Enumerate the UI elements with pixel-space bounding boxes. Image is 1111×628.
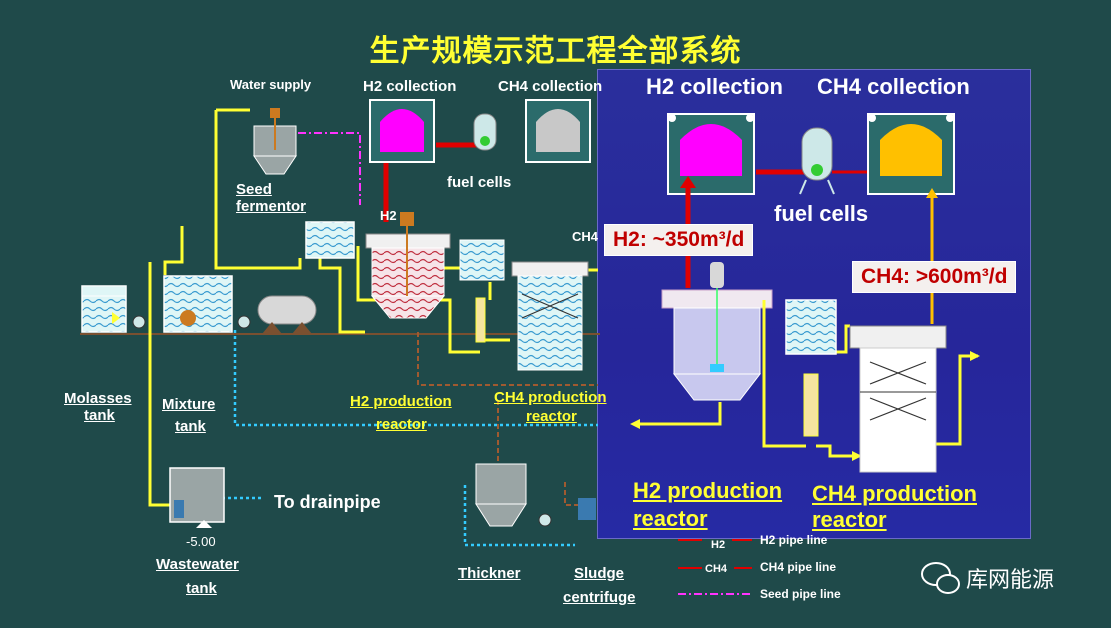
ch4-reactor-label-2: reactor	[526, 408, 577, 425]
wastewater-tank-label-2: tank	[186, 580, 217, 597]
legend-label-seed: Seed pipe line	[760, 587, 841, 601]
inset-ch4-holder	[867, 113, 955, 195]
water-supply-label: Water supply	[230, 77, 312, 92]
legend-lines	[678, 539, 752, 595]
inset-filter	[803, 373, 819, 437]
ch4-rate-badge: CH4: >600m³/d	[852, 261, 1017, 293]
legend-tag-h2: H2	[711, 539, 726, 551]
ch4-holder-top	[525, 99, 591, 163]
page-title: 生产规模示范工程全部系统	[369, 34, 742, 69]
inset-h2-reactor-label-1: H2 production	[633, 478, 783, 503]
ch4-pipe-tag: CH4	[572, 229, 599, 244]
mixture-tank-label-2: tank	[175, 418, 206, 435]
inset-h2-collection: H2 collection	[646, 74, 783, 99]
h2-collection-top-label: H2 collection	[363, 78, 457, 95]
seed-pipe	[298, 132, 361, 205]
distribution-tank	[305, 221, 355, 259]
inset-ch4-reactor-label-2: reactor	[812, 507, 887, 532]
inset-ch4-collection: CH4 collection	[817, 74, 970, 99]
inset-ch4-reactor-label-1: CH4 production	[812, 481, 977, 506]
sludge-centrifuge-label-2: centrifuge	[563, 589, 636, 606]
ch4-collection-top-label: CH4 collection	[498, 78, 603, 95]
seed-fermentor-label-2: fermentor	[236, 198, 307, 215]
mixture-tank	[163, 275, 251, 333]
inset-h2-reactor	[661, 262, 773, 401]
h2-reactor-label-2: reactor	[376, 416, 427, 433]
fuel-cells-top-label: fuel cells	[447, 174, 512, 191]
molasses-tank-label-2: tank	[84, 407, 115, 424]
seed-fermentor	[253, 108, 297, 175]
sludge-centrifuge-label-1: Sludge	[574, 565, 625, 582]
thickner-label: Thickner	[458, 565, 521, 582]
thickner	[475, 463, 596, 527]
legend-label-h2: H2 pipe line	[760, 533, 828, 547]
inset-h2-reactor-label-2: reactor	[633, 506, 708, 531]
wastewater-tank-label-1: Wastewater	[156, 556, 239, 573]
h2-reactor-label-1: H2 production	[350, 393, 452, 410]
h2-pipe-tag: H2	[380, 208, 397, 223]
inset-h2-holder	[667, 113, 755, 195]
legend-label-ch4: CH4 pipe line	[760, 560, 837, 574]
watermark-text: 库网能源	[966, 568, 1055, 593]
h2-rate-badge: H2: ~350m³/d	[604, 224, 754, 256]
heat-exchanger	[257, 295, 317, 334]
inset-drawing	[630, 113, 980, 473]
molasses-tank-label-1: Molasses	[64, 390, 132, 407]
inset-fuel-cells: fuel cells	[774, 201, 869, 226]
mixture-tank-label-1: Mixture	[162, 396, 216, 413]
h2-holder-top	[369, 99, 435, 163]
to-drainpipe-label: To drainpipe	[274, 492, 381, 512]
seed-fermentor-label-1: Seed	[236, 181, 272, 198]
inset-fuel-cell	[799, 127, 835, 195]
sludge-pipes	[222, 330, 598, 547]
ch4-reactor-main	[459, 239, 589, 371]
fuel-cell-top	[473, 113, 497, 151]
inset-ch4-reactor	[849, 325, 947, 473]
wechat-icon	[921, 562, 960, 594]
ch4-reactor-label-1: CH4 production	[494, 389, 607, 406]
molasses-tank	[81, 285, 146, 333]
legend-tag-ch4: CH4	[705, 563, 728, 575]
inset-settler	[785, 299, 837, 355]
wastewater-tank	[169, 467, 225, 528]
elevation-label: -5.00	[186, 534, 216, 549]
h2-reactor-main	[365, 212, 451, 319]
